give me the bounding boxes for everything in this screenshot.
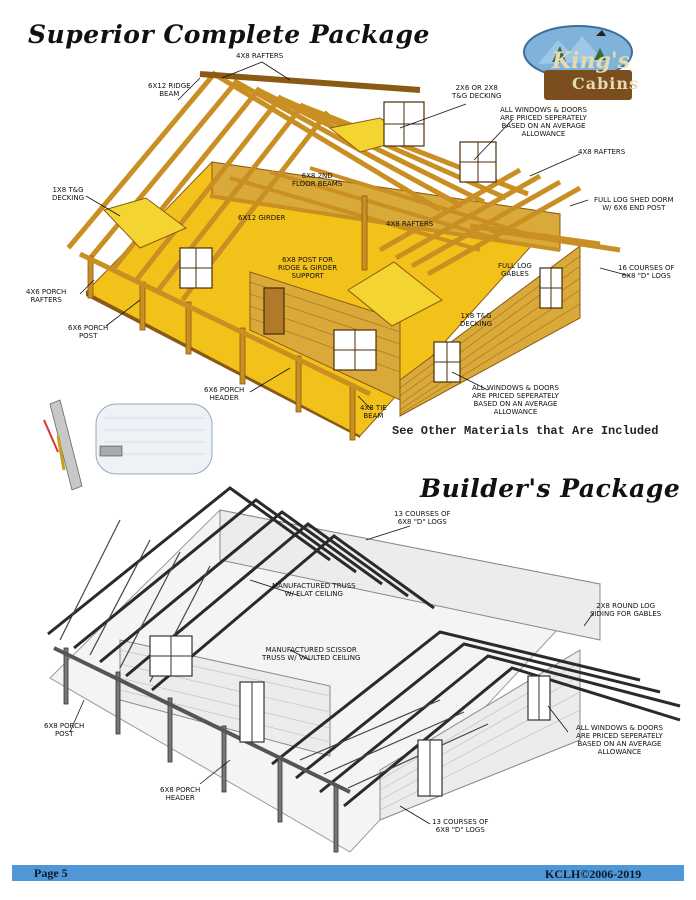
logo-text-kings: King's [552,48,630,74]
copyright-notice: KCLH©2006-2019 [545,867,642,881]
label-rafters-mid: 4X8 RAFTERS [386,220,434,228]
footer-bar [12,865,684,881]
label-rafters-right: 4X8 RAFTERS [578,148,626,156]
builder-package-title: Builder's Package [420,474,681,503]
kings-cabins-logo [523,25,633,100]
logo-text-cabins: Cabins [572,74,640,93]
see-other-materials-note: See Other Materials that Are Included [392,424,659,438]
superior-package-title: Superior Complete Package [28,20,430,49]
label-girder: 6X12 GIRDER [238,214,286,222]
label-rafters-top: 4X8 RAFTERS [236,52,284,60]
page-number: Page 5 [34,866,68,880]
